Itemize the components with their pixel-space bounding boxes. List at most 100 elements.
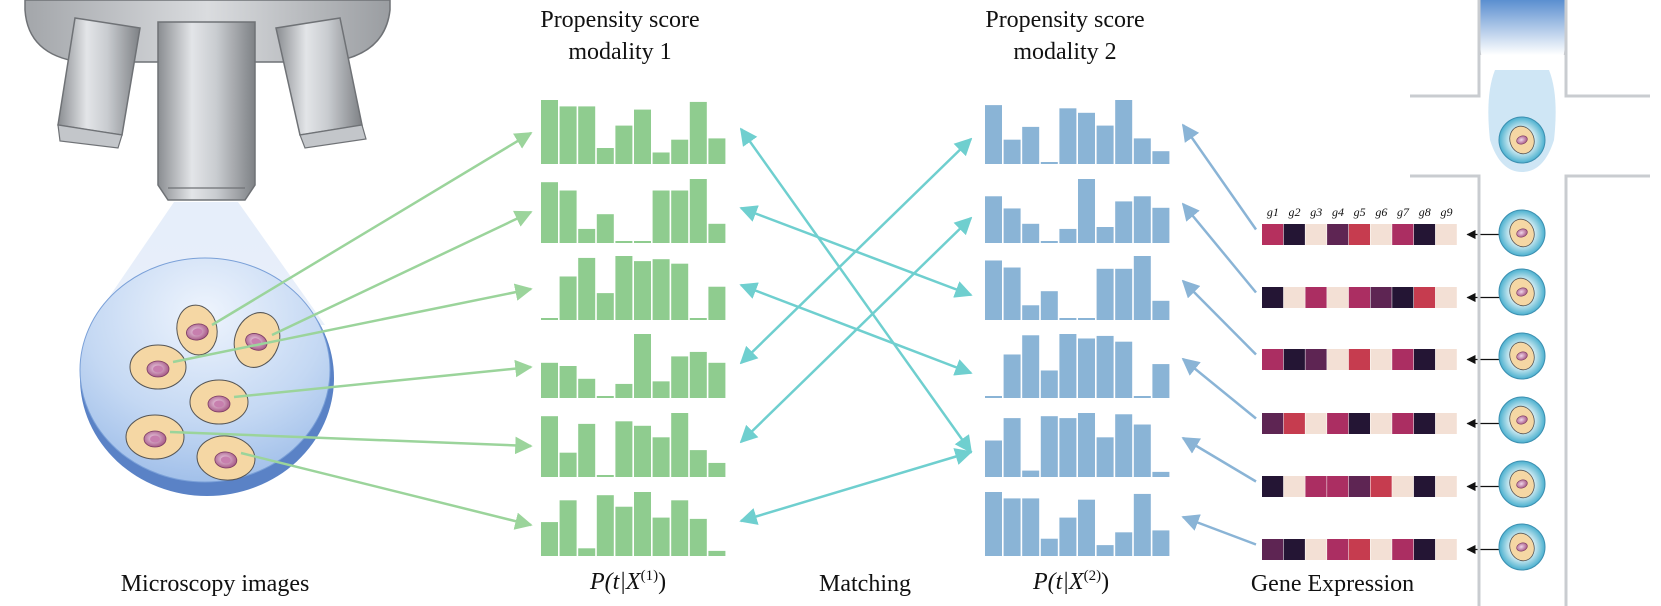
modality-2-hist-bar xyxy=(985,260,1002,320)
cell-bead xyxy=(1498,332,1546,380)
modality-2-hist-bar xyxy=(1096,545,1114,556)
modality-1-hist-bar xyxy=(652,381,670,398)
modality-1-hist-bar xyxy=(671,413,689,477)
cell-bead xyxy=(1498,116,1546,164)
modality-1-hist-bar xyxy=(541,182,558,243)
modality-1-hist-bar xyxy=(596,148,614,164)
modality-1-hist-bar xyxy=(652,437,670,477)
modality-2-hist-bar xyxy=(1152,151,1170,164)
modality-2-hist-bar xyxy=(1115,268,1133,320)
gene-cell xyxy=(1435,476,1457,497)
modality-2-hist-bar xyxy=(1152,300,1170,320)
modality-2-hist-bar xyxy=(1152,471,1170,477)
gene-cell xyxy=(1370,349,1392,370)
modality-1-hist-bar xyxy=(615,506,633,556)
modality-2-hist-bar xyxy=(1133,196,1151,243)
modality-1-hist-bar xyxy=(652,517,670,556)
modality-1-title: Propensity score modality 1 xyxy=(510,4,730,68)
modality-2-hist-bar xyxy=(1096,335,1114,398)
gene-cell xyxy=(1262,287,1284,308)
modality-2-hist-bar xyxy=(1040,291,1058,320)
modality-2-hist-bar xyxy=(1096,437,1114,477)
modality-2-hist-row-6 xyxy=(985,492,1170,556)
gene-to-hist-arrow xyxy=(1181,202,1257,294)
gene-cell xyxy=(1413,476,1436,497)
gene-cell xyxy=(1435,224,1457,245)
matching-arrow xyxy=(739,216,973,444)
bead-nucleus xyxy=(1516,415,1528,425)
gene-row-3 xyxy=(1262,349,1500,370)
modality-1-hist-bar xyxy=(671,139,689,164)
gene-cell xyxy=(1262,349,1284,370)
modality-1-hist-bar xyxy=(708,223,726,243)
cell-bead xyxy=(1498,460,1546,508)
bead-nucleus xyxy=(1516,228,1528,238)
modality-2-hist-bar xyxy=(985,105,1002,164)
gene-label: g8 xyxy=(1419,205,1431,219)
gene-cell xyxy=(1327,539,1349,560)
modality-1-hist-bar xyxy=(578,548,596,556)
gene-row-1 xyxy=(1262,224,1500,245)
gene-cell xyxy=(1327,349,1349,370)
gene-cell xyxy=(1370,476,1392,497)
cell xyxy=(196,435,256,481)
bead-nucleus xyxy=(1516,351,1528,361)
modality-2-hist-bar xyxy=(1133,424,1151,477)
modality-2-hist-bar xyxy=(1022,470,1040,477)
gene-cell xyxy=(1435,349,1457,370)
gene-cell xyxy=(1327,476,1349,497)
gene-row-6 xyxy=(1262,539,1500,560)
modality-2-hist-bar xyxy=(1078,499,1095,556)
modality-2-hist-bar xyxy=(1115,532,1133,556)
cell-to-hist-arrow xyxy=(233,359,533,399)
modality-1-hist-bar xyxy=(652,152,670,164)
modality-1-hist-bar xyxy=(634,425,651,477)
modality-1-hist-bar xyxy=(559,500,577,556)
objective-lens-center xyxy=(157,21,256,201)
modality-1-title-line1: Propensity score xyxy=(540,7,700,33)
modality-2-hist-row-4 xyxy=(985,334,1170,398)
gene-label: g9 xyxy=(1440,205,1452,219)
cell-bead xyxy=(1498,523,1546,571)
gene-expression-label: Gene Expression xyxy=(1250,571,1415,597)
gene-label: g2 xyxy=(1289,205,1301,219)
modality-1-hist-bar xyxy=(559,276,577,320)
modality-2-hist-bar xyxy=(1078,179,1095,243)
modality-1-hist-bar xyxy=(671,500,689,556)
p2-prefix: P(t|X xyxy=(1033,569,1084,595)
gene-cell xyxy=(1348,349,1370,370)
gene-cell xyxy=(1327,287,1349,308)
modality-2-hist-bar xyxy=(1133,493,1151,556)
modality-2-hist-bar xyxy=(1115,201,1133,243)
modality-1-hist-bar xyxy=(689,518,707,556)
modality-2-hist-bar xyxy=(1078,318,1095,320)
gene-label: g3 xyxy=(1310,205,1322,219)
modality-2-hist-bar xyxy=(1115,341,1133,398)
modality-2-hist-row-2 xyxy=(985,179,1170,243)
modality-1-hist-bar xyxy=(708,362,726,398)
gene-to-hist-arrow xyxy=(1181,279,1257,356)
modality-1-hist-bar xyxy=(578,106,596,164)
p1-sup: (1) xyxy=(640,568,659,584)
modality-2-hist-bar xyxy=(1152,364,1170,398)
modality-1-hist-bar xyxy=(615,256,633,320)
dish-cells xyxy=(125,304,281,481)
histograms-modality-2 xyxy=(985,100,1170,556)
gene-cell xyxy=(1392,287,1414,308)
modality-1-hist-bar xyxy=(578,257,596,320)
gene-cell xyxy=(1305,476,1327,497)
modality-1-hist-bar xyxy=(708,550,726,556)
modality-2-hist-bar xyxy=(1059,334,1077,398)
gene-cell xyxy=(1370,413,1392,434)
modality-2-hist-bar xyxy=(985,396,1002,398)
gene-label: g6 xyxy=(1375,205,1387,219)
gene-label: g4 xyxy=(1332,205,1344,219)
gene-cell xyxy=(1413,349,1436,370)
modality-1-hist-bar xyxy=(596,475,614,477)
modality-1-hist-bar xyxy=(615,421,633,477)
gene-cell xyxy=(1413,413,1436,434)
p1-suffix: ) xyxy=(658,569,667,595)
cell-to-hist-arrow xyxy=(169,430,533,455)
gene-row-4 xyxy=(1262,413,1500,434)
